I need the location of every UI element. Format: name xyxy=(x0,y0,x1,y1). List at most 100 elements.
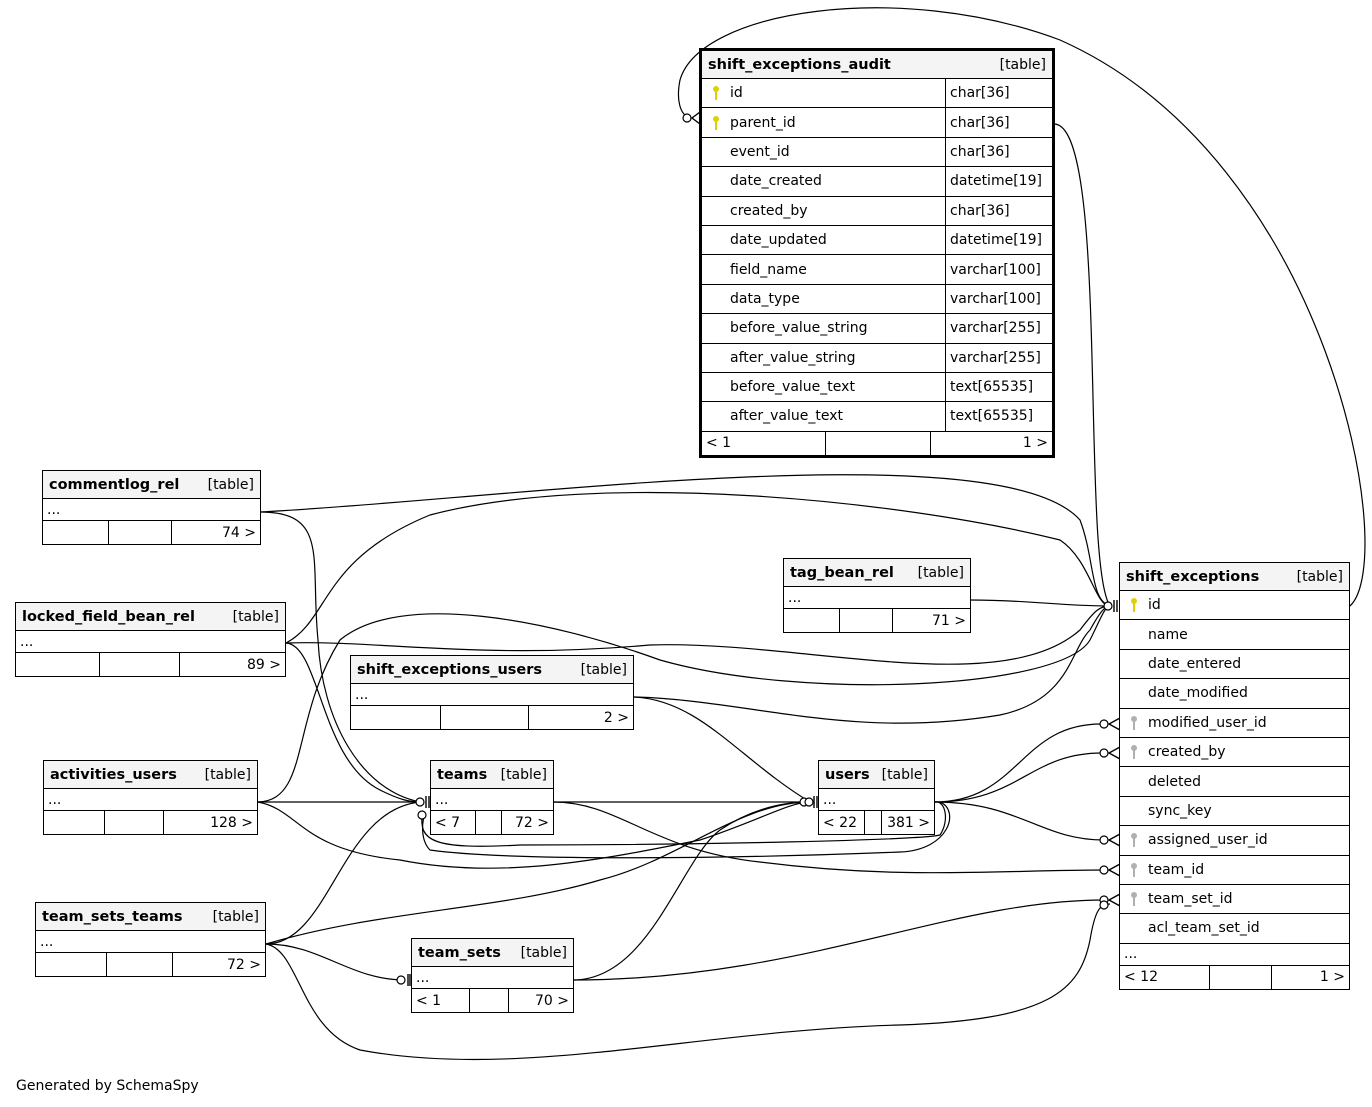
children-count[interactable]: 1 > xyxy=(1271,965,1349,989)
table-name[interactable]: shift_exceptions_audit xyxy=(708,56,891,73)
foreign-key-icon xyxy=(1126,891,1142,907)
column-row[interactable]: deleted xyxy=(1120,767,1349,797)
footer-mid xyxy=(99,653,179,676)
table-type: [table] xyxy=(580,661,627,678)
table-footer: 89 > xyxy=(16,653,285,676)
table-name[interactable]: team_sets xyxy=(418,944,501,961)
column-row[interactable]: modified_user_id xyxy=(1120,709,1349,738)
parents-count[interactable]: < 1 xyxy=(416,992,442,1009)
optional-marker xyxy=(682,113,692,123)
table-activities-users[interactable]: activities_users[table] ... 128 > xyxy=(43,760,258,835)
column-row[interactable]: sync_key xyxy=(1120,797,1349,827)
generated-by-label: Generated by SchemaSpy xyxy=(16,1078,199,1094)
column-name-cell: created_by xyxy=(702,197,945,225)
table-locked-field-bean-rel[interactable]: locked_field_bean_rel [table] ... 89 > xyxy=(15,602,286,677)
children-count[interactable]: 89 > xyxy=(179,653,285,676)
table-tag-bean-rel[interactable]: tag_bean_rel[table] ... 71 > xyxy=(783,558,971,633)
table-name[interactable]: shift_exceptions_users xyxy=(357,661,543,678)
more-columns: ... xyxy=(412,967,573,989)
table-name[interactable]: activities_users xyxy=(50,766,177,783)
column-row[interactable]: created_by xyxy=(1120,738,1349,768)
column-name: created_by xyxy=(730,202,808,219)
children-count[interactable]: 72 > xyxy=(172,953,265,976)
children-count[interactable]: 72 > xyxy=(501,811,553,834)
column-name: modified_user_id xyxy=(1148,714,1267,731)
column-row[interactable]: team_set_id xyxy=(1120,885,1349,915)
column-row[interactable]: id xyxy=(1120,591,1349,621)
parents-count[interactable] xyxy=(43,521,108,544)
more-columns: ... xyxy=(351,684,633,706)
column-row[interactable]: name xyxy=(1120,620,1349,650)
column-name: acl_team_set_id xyxy=(1148,920,1260,937)
column-name-cell: deleted xyxy=(1120,767,1349,795)
children-count[interactable]: 2 > xyxy=(528,706,633,729)
table-name[interactable]: locked_field_bean_rel xyxy=(22,608,195,625)
table-type: [table] xyxy=(232,608,279,625)
column-name-cell: parent_id xyxy=(702,108,945,136)
parents-count[interactable]: < 12 xyxy=(1124,969,1158,986)
table-name[interactable]: users xyxy=(825,766,870,783)
parents-count[interactable] xyxy=(36,953,106,976)
parents-count[interactable] xyxy=(784,609,839,632)
more-columns: ... xyxy=(16,631,285,653)
column-type: varchar[100] xyxy=(945,284,1052,314)
column-row[interactable]: team_id xyxy=(1120,856,1349,885)
parents-count[interactable]: < 1 xyxy=(706,435,732,452)
optional-marker xyxy=(396,975,406,985)
children-count[interactable]: 1 > xyxy=(930,431,1052,455)
parents-count[interactable]: < 22 xyxy=(823,814,857,831)
column-name: team_id xyxy=(1148,861,1205,878)
column-name: before_value_text xyxy=(730,379,855,396)
children-count[interactable]: 74 > xyxy=(171,521,260,544)
column-row[interactable]: assigned_user_id xyxy=(1120,826,1349,856)
column-row[interactable]: date_modified xyxy=(1120,679,1349,709)
table-team-sets-teams[interactable]: team_sets_teams[table] ... 72 > xyxy=(35,902,266,977)
parents-count[interactable]: < 7 xyxy=(435,814,461,831)
table-header: team_sets[table] xyxy=(412,939,573,967)
children-count[interactable]: 70 > xyxy=(508,989,573,1012)
column-row[interactable]: acl_team_set_id xyxy=(1120,914,1349,944)
children-count[interactable]: 71 > xyxy=(892,609,970,632)
column-name-cell: date_entered xyxy=(1120,650,1349,678)
table-name[interactable]: tag_bean_rel xyxy=(790,564,894,581)
column-row[interactable]: date_entered xyxy=(1120,650,1349,680)
table-commentlog-rel[interactable]: commentlog_rel[table] ... 74 > xyxy=(42,470,261,545)
more-columns: ... xyxy=(1120,944,1349,966)
optional-marker xyxy=(799,797,809,807)
table-name[interactable]: commentlog_rel xyxy=(49,476,180,493)
edge-tst-to-teams xyxy=(265,801,421,945)
table-shift-exceptions-users[interactable]: shift_exceptions_users [table] ... 2 > xyxy=(350,655,634,730)
table-type: [table] xyxy=(500,766,547,783)
children-count[interactable]: 128 > xyxy=(163,811,257,834)
column-type: varchar[255] xyxy=(945,343,1052,372)
children-count[interactable]: 381 > xyxy=(881,811,934,834)
table-name[interactable]: shift_exceptions xyxy=(1126,568,1260,585)
parents-count[interactable] xyxy=(44,811,104,834)
table-name[interactable]: teams xyxy=(437,766,488,783)
more-columns: ... xyxy=(784,587,970,609)
table-name[interactable]: team_sets_teams xyxy=(42,908,183,925)
parents-count[interactable] xyxy=(351,706,440,729)
column-type: varchar[100] xyxy=(945,255,1052,284)
one-marker xyxy=(407,974,411,986)
table-type: [table] xyxy=(207,476,254,493)
table-team-sets[interactable]: team_sets[table] ... < 1 70 > xyxy=(411,938,574,1013)
parents-count[interactable] xyxy=(16,653,99,676)
table-type: [table] xyxy=(204,766,251,783)
